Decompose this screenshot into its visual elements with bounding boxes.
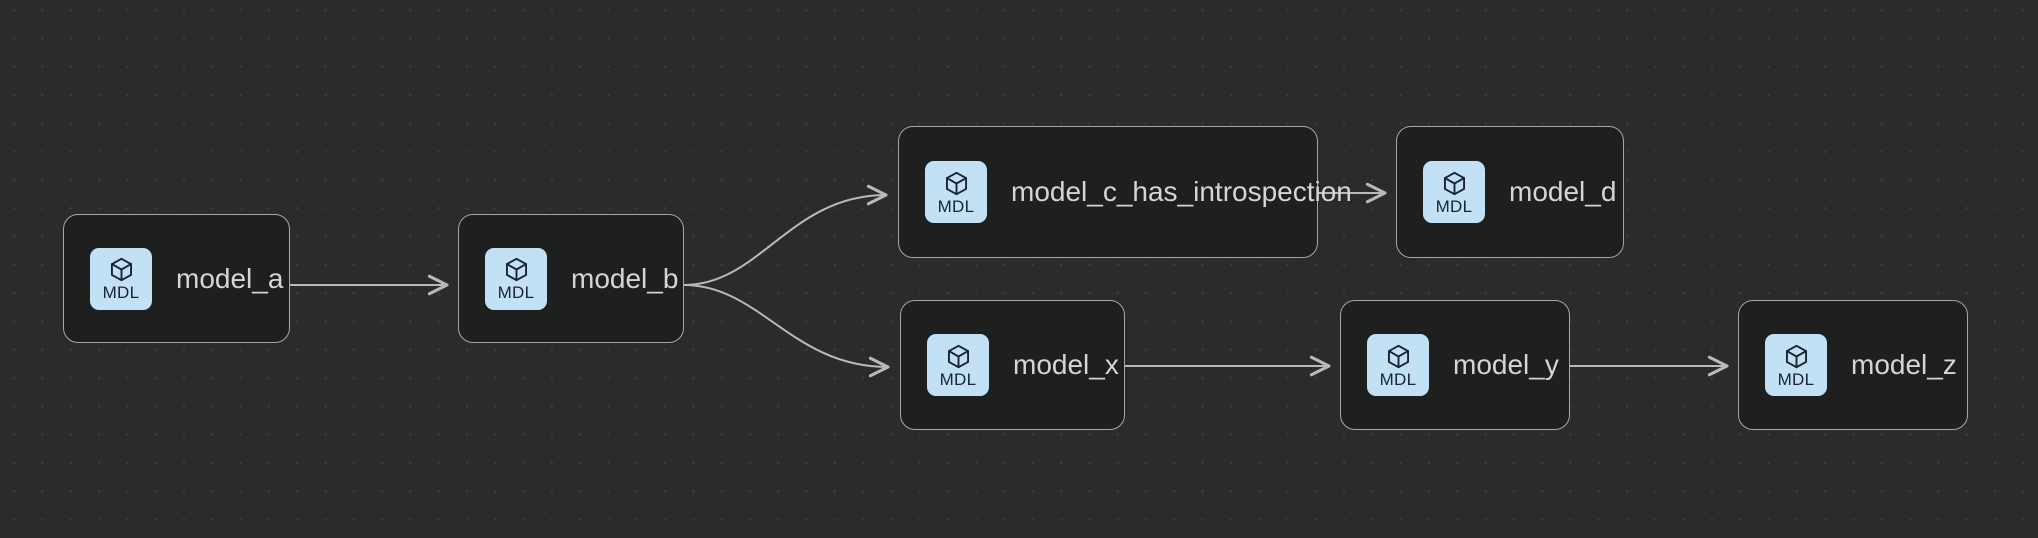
- model-badge-label: MDL: [1435, 196, 1473, 216]
- model-badge: MDL: [925, 161, 987, 223]
- model-badge-label: MDL: [937, 196, 975, 216]
- graph-node-model_z[interactable]: MDL model_z: [1738, 300, 1968, 430]
- edge-model_b-model_c: [683, 184, 888, 286]
- graph-node-model_x[interactable]: MDL model_x: [900, 300, 1125, 430]
- graph-node-model_d[interactable]: MDL model_d: [1396, 126, 1624, 258]
- model-badge: MDL: [90, 247, 152, 310]
- graph-node-model_c[interactable]: MDL model_c_has_introspection: [898, 126, 1352, 258]
- graph-node-label: model_y: [1453, 349, 1559, 380]
- graph-node-label: model_d: [1509, 176, 1617, 207]
- graph-node-model_a[interactable]: MDL model_a: [63, 214, 290, 343]
- model-badge-label: MDL: [497, 283, 535, 302]
- cube-icon: [505, 257, 527, 282]
- cube-icon: [1443, 171, 1465, 195]
- model-badge: MDL: [485, 247, 547, 310]
- cube-icon: [947, 344, 969, 368]
- graph-node-model_b[interactable]: MDL model_b: [458, 214, 684, 343]
- graph-node-label: model_c_has_introspection: [1011, 176, 1352, 207]
- model-badge: MDL: [927, 334, 989, 396]
- model-badge-label: MDL: [1777, 369, 1815, 389]
- model-badge: MDL: [1765, 334, 1827, 396]
- cube-icon: [1387, 344, 1409, 368]
- graph-node-model_y[interactable]: MDL model_y: [1340, 300, 1570, 430]
- cube-icon: [945, 171, 967, 195]
- edge-model_b-model_x: [683, 284, 890, 378]
- cube-icon: [110, 257, 132, 282]
- graph-node-label: model_x: [1013, 349, 1119, 380]
- cube-icon: [1785, 344, 1807, 368]
- model-badge: MDL: [1367, 334, 1429, 396]
- model-badge: MDL: [1423, 161, 1485, 223]
- graph-node-label: model_z: [1851, 349, 1957, 380]
- graph-node-label: model_a: [176, 262, 284, 294]
- model-badge-label: MDL: [102, 283, 140, 302]
- graph-node-label: model_b: [571, 262, 679, 294]
- model-badge-label: MDL: [1379, 369, 1417, 389]
- model-badge-label: MDL: [939, 369, 977, 389]
